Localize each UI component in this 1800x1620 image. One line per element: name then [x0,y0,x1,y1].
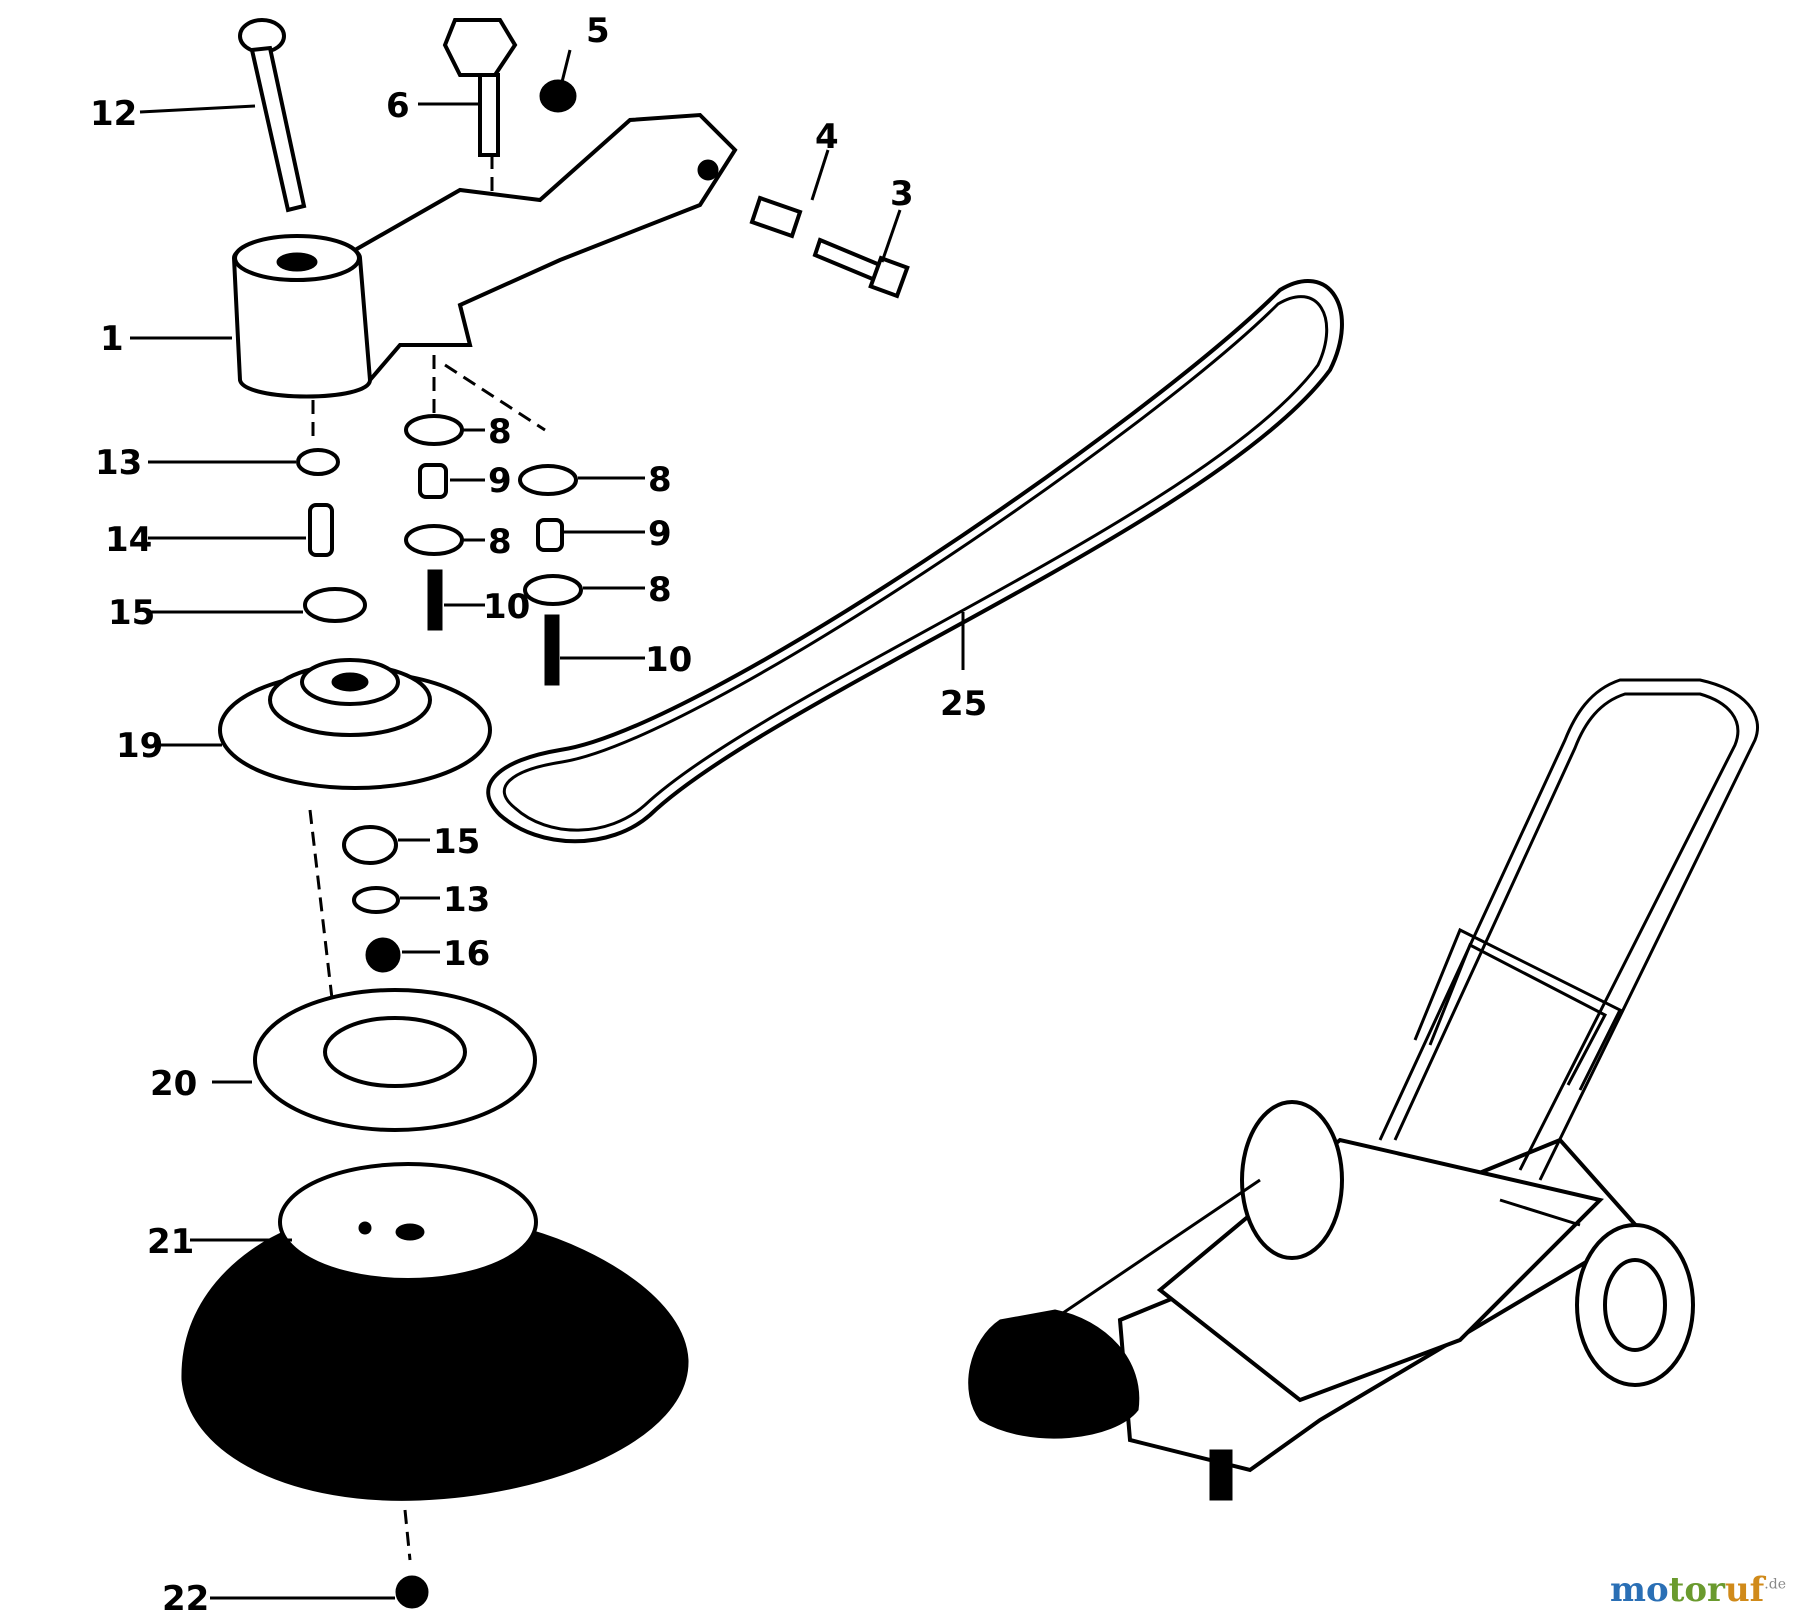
callout-15a: 15 [108,593,155,633]
callout-1: 1 [100,319,124,359]
callout-labels: 1 3 4 5 6 8 8 8 8 9 9 10 10 12 13 13 14 … [90,11,987,1619]
callout-3: 3 [890,174,914,214]
part-5-nut [539,49,577,113]
callout-19: 19 [116,726,163,766]
callout-21: 21 [147,1222,194,1262]
callout-16: 16 [443,934,490,974]
part-group-15-13-16-lower [308,809,440,1111]
part-4-bushing [749,149,830,239]
callout-6: 6 [386,86,410,126]
part-3-screw [812,209,910,299]
callout-9b: 9 [648,514,672,554]
callout-13b: 13 [443,880,490,920]
watermark-part3: uf [1724,1570,1765,1610]
part-6-knob-bolt [418,18,518,230]
watermark-logo: motoruf.de [1610,1570,1786,1610]
part-25-belt [486,279,1344,844]
part-group-8-9-10-right [444,363,645,686]
callout-20: 20 [150,1064,197,1104]
callout-15b: 15 [433,822,480,862]
part-19-housing [160,658,492,790]
part-group-8-9-10-left [404,355,485,631]
callout-12: 12 [90,94,137,134]
callout-10a: 10 [483,587,530,627]
callout-25: 25 [940,684,987,724]
callout-14: 14 [105,520,152,560]
callout-22: 22 [162,1579,209,1619]
callout-4: 4 [815,117,839,157]
part-22-bolt [210,1509,429,1609]
part-20-ring [212,988,537,1132]
callout-8d: 8 [648,570,672,610]
part-1-bracket [130,112,738,399]
watermark-suffix: .de [1764,1576,1786,1593]
part-21-brush [181,1162,689,1501]
watermark-part2: tor [1668,1570,1725,1610]
callout-8a: 8 [488,412,512,452]
watermark-part1: mo [1609,1570,1669,1610]
callout-5: 5 [586,11,610,51]
callout-9a: 9 [488,461,512,501]
part-12-pin [139,18,307,213]
callout-8c: 8 [488,522,512,562]
callout-8b: 8 [648,460,672,500]
callout-13a: 13 [95,443,142,483]
callout-10b: 10 [645,640,692,680]
part-group-13-14-15-upper [148,400,367,623]
sweeper-assembly-illustration [968,678,1760,1501]
